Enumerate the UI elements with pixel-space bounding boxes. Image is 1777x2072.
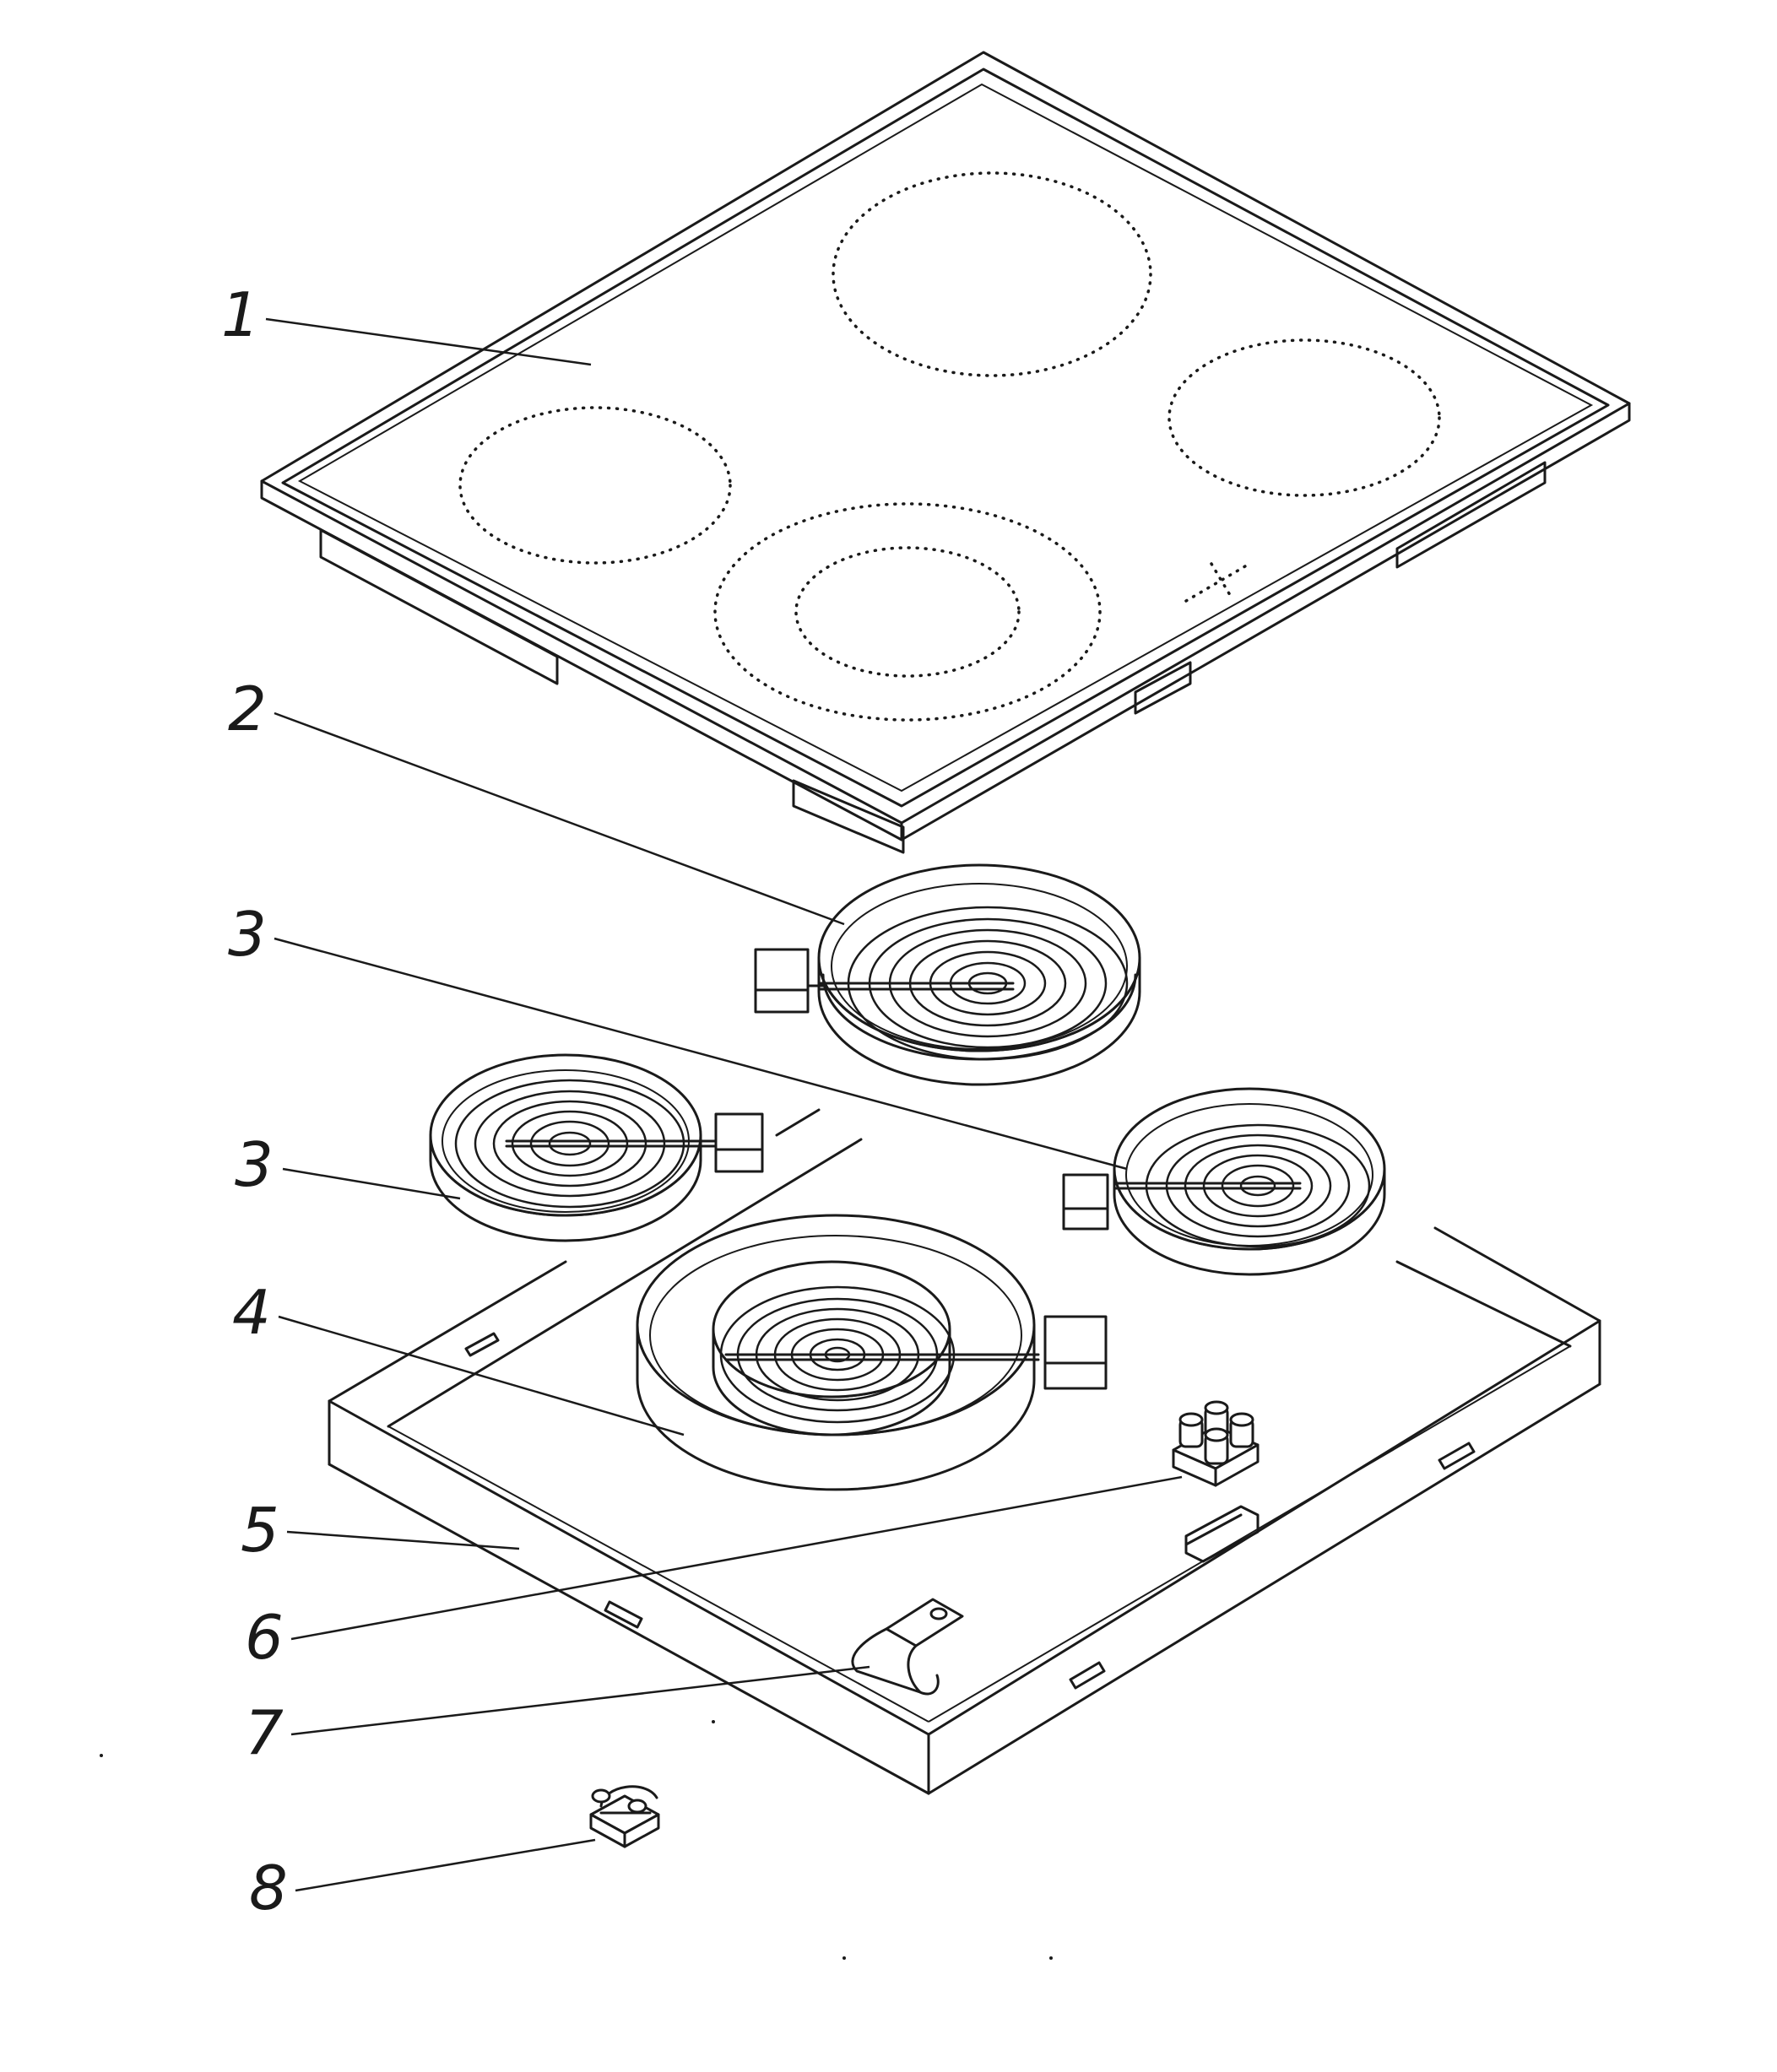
left-radiant-heater	[429, 1053, 764, 1242]
leader-2	[274, 711, 845, 926]
leader-4	[278, 1315, 685, 1436]
callout-1: 1	[221, 279, 260, 350]
callout-4: 4	[232, 1277, 271, 1348]
rear-radiant-heater	[754, 863, 1141, 1086]
callout-7: 7	[245, 1697, 284, 1768]
cable-clamp	[589, 1785, 660, 1848]
callout-6: 6	[245, 1602, 284, 1673]
callout-labels: 1 2 3 3 4 5 6 7 8	[221, 279, 288, 1923]
leader-8	[295, 1838, 596, 1892]
dual-circuit-heater	[636, 1214, 1108, 1491]
leader-1	[265, 317, 592, 366]
leader-5	[286, 1530, 520, 1550]
right-radiant-heater	[1062, 1087, 1386, 1276]
callout-3-right: 3	[228, 899, 267, 970]
mounting-bracket	[851, 1598, 964, 1696]
leader-6	[290, 1475, 1183, 1641]
leader-3a	[274, 937, 1128, 1171]
leader-3b	[282, 1167, 461, 1200]
leader-7	[290, 1665, 870, 1736]
callout-2: 2	[228, 674, 267, 744]
leader-lines	[265, 317, 1183, 1892]
base-tray	[328, 1108, 1601, 1795]
callout-8: 8	[249, 1853, 288, 1923]
terminal-block	[1172, 1400, 1260, 1487]
callout-5: 5	[241, 1495, 279, 1566]
ceramic-glass-top	[260, 51, 1631, 854]
callout-3-left: 3	[235, 1129, 274, 1200]
